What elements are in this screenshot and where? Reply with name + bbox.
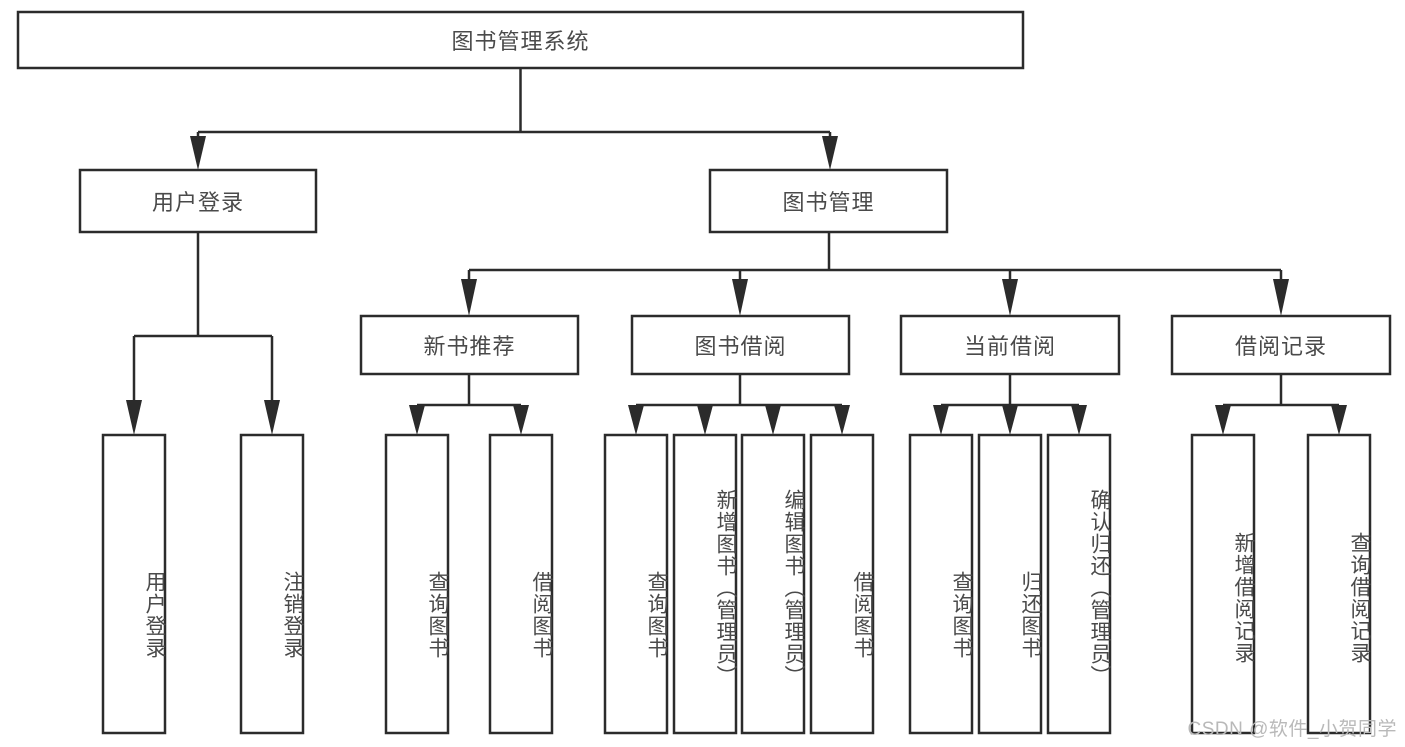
arrow-head-icon xyxy=(126,400,142,435)
node-box-leaf[interactable] xyxy=(384,433,450,735)
arrow-head-icon xyxy=(1215,405,1231,435)
arrow-head-icon xyxy=(1331,405,1347,435)
node-box-leaf[interactable] xyxy=(977,433,1043,735)
arrow-head-icon xyxy=(264,400,280,435)
node-box-leaf[interactable] xyxy=(1190,433,1256,735)
node-box-leaf[interactable] xyxy=(488,433,554,735)
arrow-head-icon xyxy=(1002,405,1018,435)
arrow-head-icon xyxy=(628,405,644,435)
connector-group-current-borrow xyxy=(933,374,1087,435)
arrow-head-icon xyxy=(822,136,838,170)
arrow-head-icon xyxy=(409,405,425,435)
node-box-book-manage[interactable] xyxy=(708,168,949,234)
arrow-head-icon xyxy=(697,405,713,435)
node-box-leaf[interactable] xyxy=(1046,433,1112,735)
arrow-head-icon xyxy=(190,136,206,170)
node-box-leaf[interactable] xyxy=(740,433,806,735)
node-box-new-book-recommend[interactable] xyxy=(359,314,580,376)
connector-group-borrow-record xyxy=(1215,374,1347,435)
connector-group-new-book xyxy=(409,374,529,435)
connector-group-user-login xyxy=(126,232,280,435)
arrow-head-icon xyxy=(1273,279,1289,316)
node-box-leaf[interactable] xyxy=(603,433,669,735)
arrow-head-icon xyxy=(513,405,529,435)
node-box-borrow-record[interactable] xyxy=(1170,314,1392,376)
node-box-leaf[interactable] xyxy=(101,433,167,735)
node-box-leaf[interactable] xyxy=(1306,433,1372,735)
connector-group-root xyxy=(190,68,838,170)
arrow-head-icon xyxy=(1071,405,1087,435)
node-box-leaf[interactable] xyxy=(672,433,738,735)
arrow-head-icon xyxy=(933,405,949,435)
node-box-leaf[interactable] xyxy=(239,433,305,735)
connector-group-book-borrow xyxy=(628,374,850,435)
arrow-head-icon xyxy=(765,405,781,435)
connector-group-book-manage xyxy=(461,232,1289,316)
node-box-leaf[interactable] xyxy=(908,433,974,735)
arrow-head-icon xyxy=(732,279,748,316)
arrow-head-icon xyxy=(461,279,477,316)
node-box-root[interactable] xyxy=(16,10,1025,70)
node-box-user-login[interactable] xyxy=(78,168,318,234)
node-box-current-borrow[interactable] xyxy=(899,314,1121,376)
node-box-leaf[interactable] xyxy=(809,433,875,735)
arrow-head-icon xyxy=(1002,279,1018,316)
node-box-book-borrow[interactable] xyxy=(630,314,851,376)
arrow-head-icon xyxy=(834,405,850,435)
